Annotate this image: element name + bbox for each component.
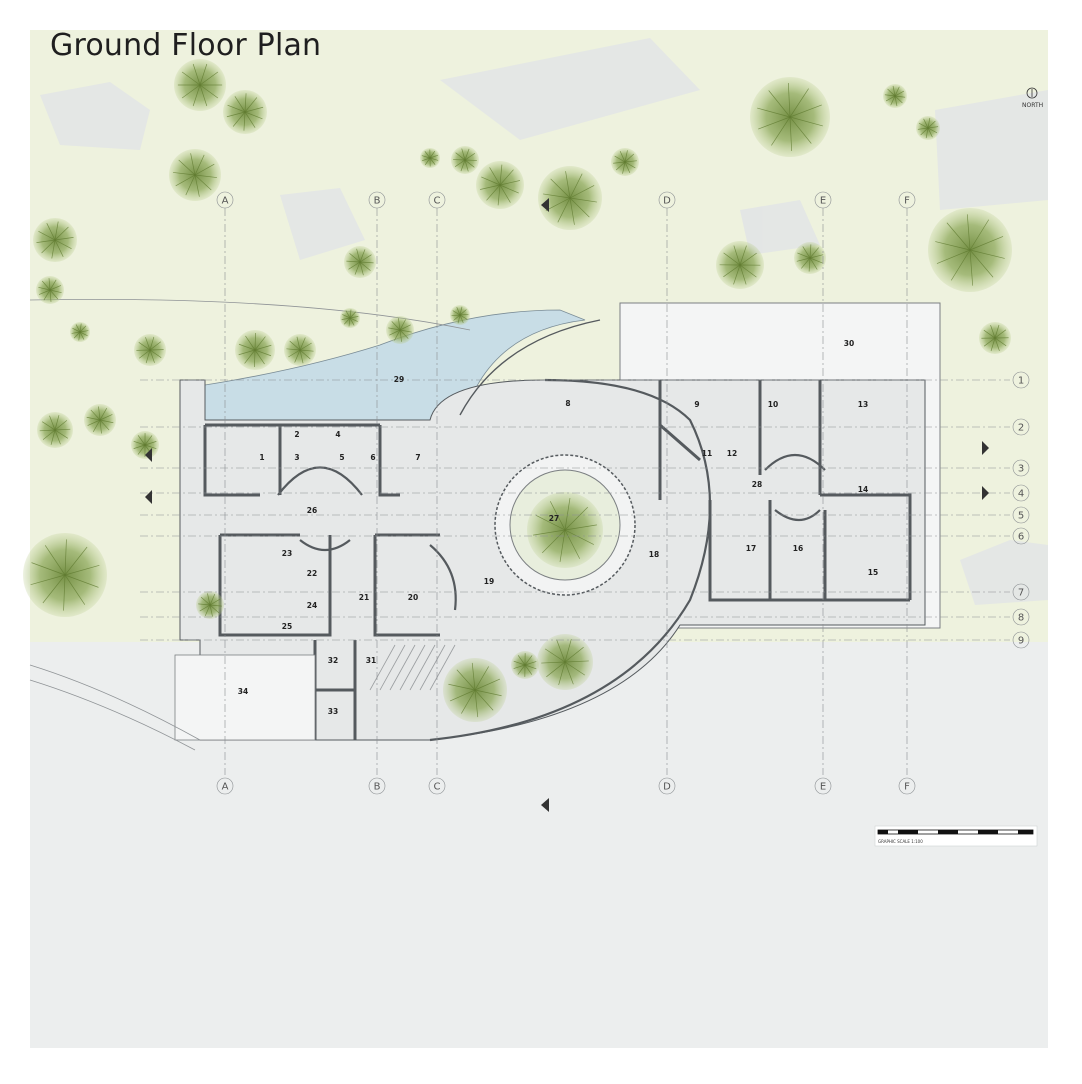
tree-icon — [537, 634, 593, 690]
room-label-28: 28 — [752, 480, 762, 489]
room-label-26: 26 — [307, 506, 317, 515]
tree-icon — [928, 208, 1012, 292]
tree-icon — [386, 316, 414, 344]
room-label-14: 14 — [858, 485, 868, 494]
room-label-22: 22 — [307, 569, 317, 578]
room-label-18: 18 — [649, 550, 659, 559]
tree-icon — [169, 149, 221, 201]
room-label-17: 17 — [746, 544, 756, 553]
room-label-23: 23 — [282, 549, 292, 558]
room-label-5: 5 — [339, 453, 344, 462]
grid-label-col-E: E — [820, 782, 826, 793]
room-label-16: 16 — [793, 544, 803, 553]
tree-icon — [33, 218, 77, 262]
room-label-30: 30 — [844, 339, 854, 348]
tree-icon — [450, 305, 470, 325]
tree-icon — [527, 492, 603, 568]
tree-icon — [916, 116, 940, 140]
tree-icon — [84, 404, 116, 436]
room-label-34: 34 — [238, 687, 248, 696]
room-label-32: 32 — [328, 656, 338, 665]
grid-label-col-B: B — [374, 196, 381, 207]
page-title: Ground Floor Plan — [50, 28, 321, 63]
room-label-6: 6 — [370, 453, 375, 462]
grid-label-col-C: C — [434, 196, 441, 207]
grid-label-row-9: 9 — [1018, 636, 1024, 647]
room-label-31: 31 — [366, 656, 376, 665]
room-label-29: 29 — [394, 375, 404, 384]
tree-icon — [511, 651, 539, 679]
grid-label-row-7: 7 — [1018, 588, 1024, 599]
tree-icon — [443, 658, 507, 722]
room-label-8: 8 — [565, 399, 570, 408]
room-label-7: 7 — [415, 453, 420, 462]
grid-label-col-B: B — [374, 782, 381, 793]
room-label-20: 20 — [408, 593, 418, 602]
grid-label-col-F: F — [904, 782, 910, 793]
tree-icon — [344, 246, 376, 278]
tree-icon — [451, 146, 479, 174]
grid-label-row-3: 3 — [1018, 464, 1024, 475]
room-label-21: 21 — [359, 593, 369, 602]
room-label-11: 11 — [702, 449, 712, 458]
room-label-19: 19 — [484, 577, 494, 586]
room-label-4: 4 — [335, 430, 340, 439]
grid-label-row-1: 1 — [1018, 376, 1024, 387]
tree-icon — [36, 276, 64, 304]
grid-label-col-D: D — [663, 196, 671, 207]
room-label-9: 9 — [694, 400, 699, 409]
tree-icon — [883, 84, 907, 108]
area-34-slab — [175, 655, 315, 740]
tree-icon — [284, 334, 316, 366]
north-label: NORTH — [1022, 102, 1043, 109]
room-label-1: 1 — [259, 453, 264, 462]
tree-icon — [750, 77, 830, 157]
grid-label-col-D: D — [663, 782, 671, 793]
grid-label-col-A: A — [222, 196, 229, 207]
grid-label-col-C: C — [434, 782, 441, 793]
tree-icon — [174, 59, 226, 111]
tree-icon — [131, 431, 159, 459]
tree-icon — [37, 412, 73, 448]
tree-icon — [611, 148, 639, 176]
tree-icon — [538, 166, 602, 230]
tree-icon — [196, 591, 224, 619]
room-label-24: 24 — [307, 601, 317, 610]
grid-label-row-8: 8 — [1018, 613, 1024, 624]
tree-icon — [979, 322, 1011, 354]
room-label-12: 12 — [727, 449, 737, 458]
tree-icon — [134, 334, 166, 366]
grid-label-col-F: F — [904, 196, 910, 207]
room-label-2: 2 — [294, 430, 299, 439]
room-label-10: 10 — [768, 400, 778, 409]
grid-label-col-A: A — [222, 782, 229, 793]
room-label-3: 3 — [294, 453, 299, 462]
graphic-scale: GRAPHIC SCALE 1:100 — [875, 826, 1037, 846]
grid-label-row-4: 4 — [1018, 489, 1024, 500]
grid-label-row-2: 2 — [1018, 423, 1024, 434]
room-label-13: 13 — [858, 400, 868, 409]
grid-label-row-5: 5 — [1018, 511, 1024, 522]
room-label-15: 15 — [868, 568, 878, 577]
grid-label-col-E: E — [820, 196, 826, 207]
room-label-33: 33 — [328, 707, 338, 716]
grid-label-row-6: 6 — [1018, 532, 1024, 543]
tree-icon — [70, 322, 90, 342]
scale-label: GRAPHIC SCALE 1:100 — [878, 839, 923, 844]
room-label-27: 27 — [549, 514, 559, 523]
tree-icon — [476, 161, 524, 209]
tree-icon — [716, 241, 764, 289]
tree-icon — [235, 330, 275, 370]
tree-icon — [23, 533, 107, 617]
tree-icon — [420, 148, 440, 168]
tree-icon — [340, 308, 360, 328]
room-label-25: 25 — [282, 622, 292, 631]
tree-icon — [223, 90, 267, 134]
tree-icon — [794, 242, 826, 274]
